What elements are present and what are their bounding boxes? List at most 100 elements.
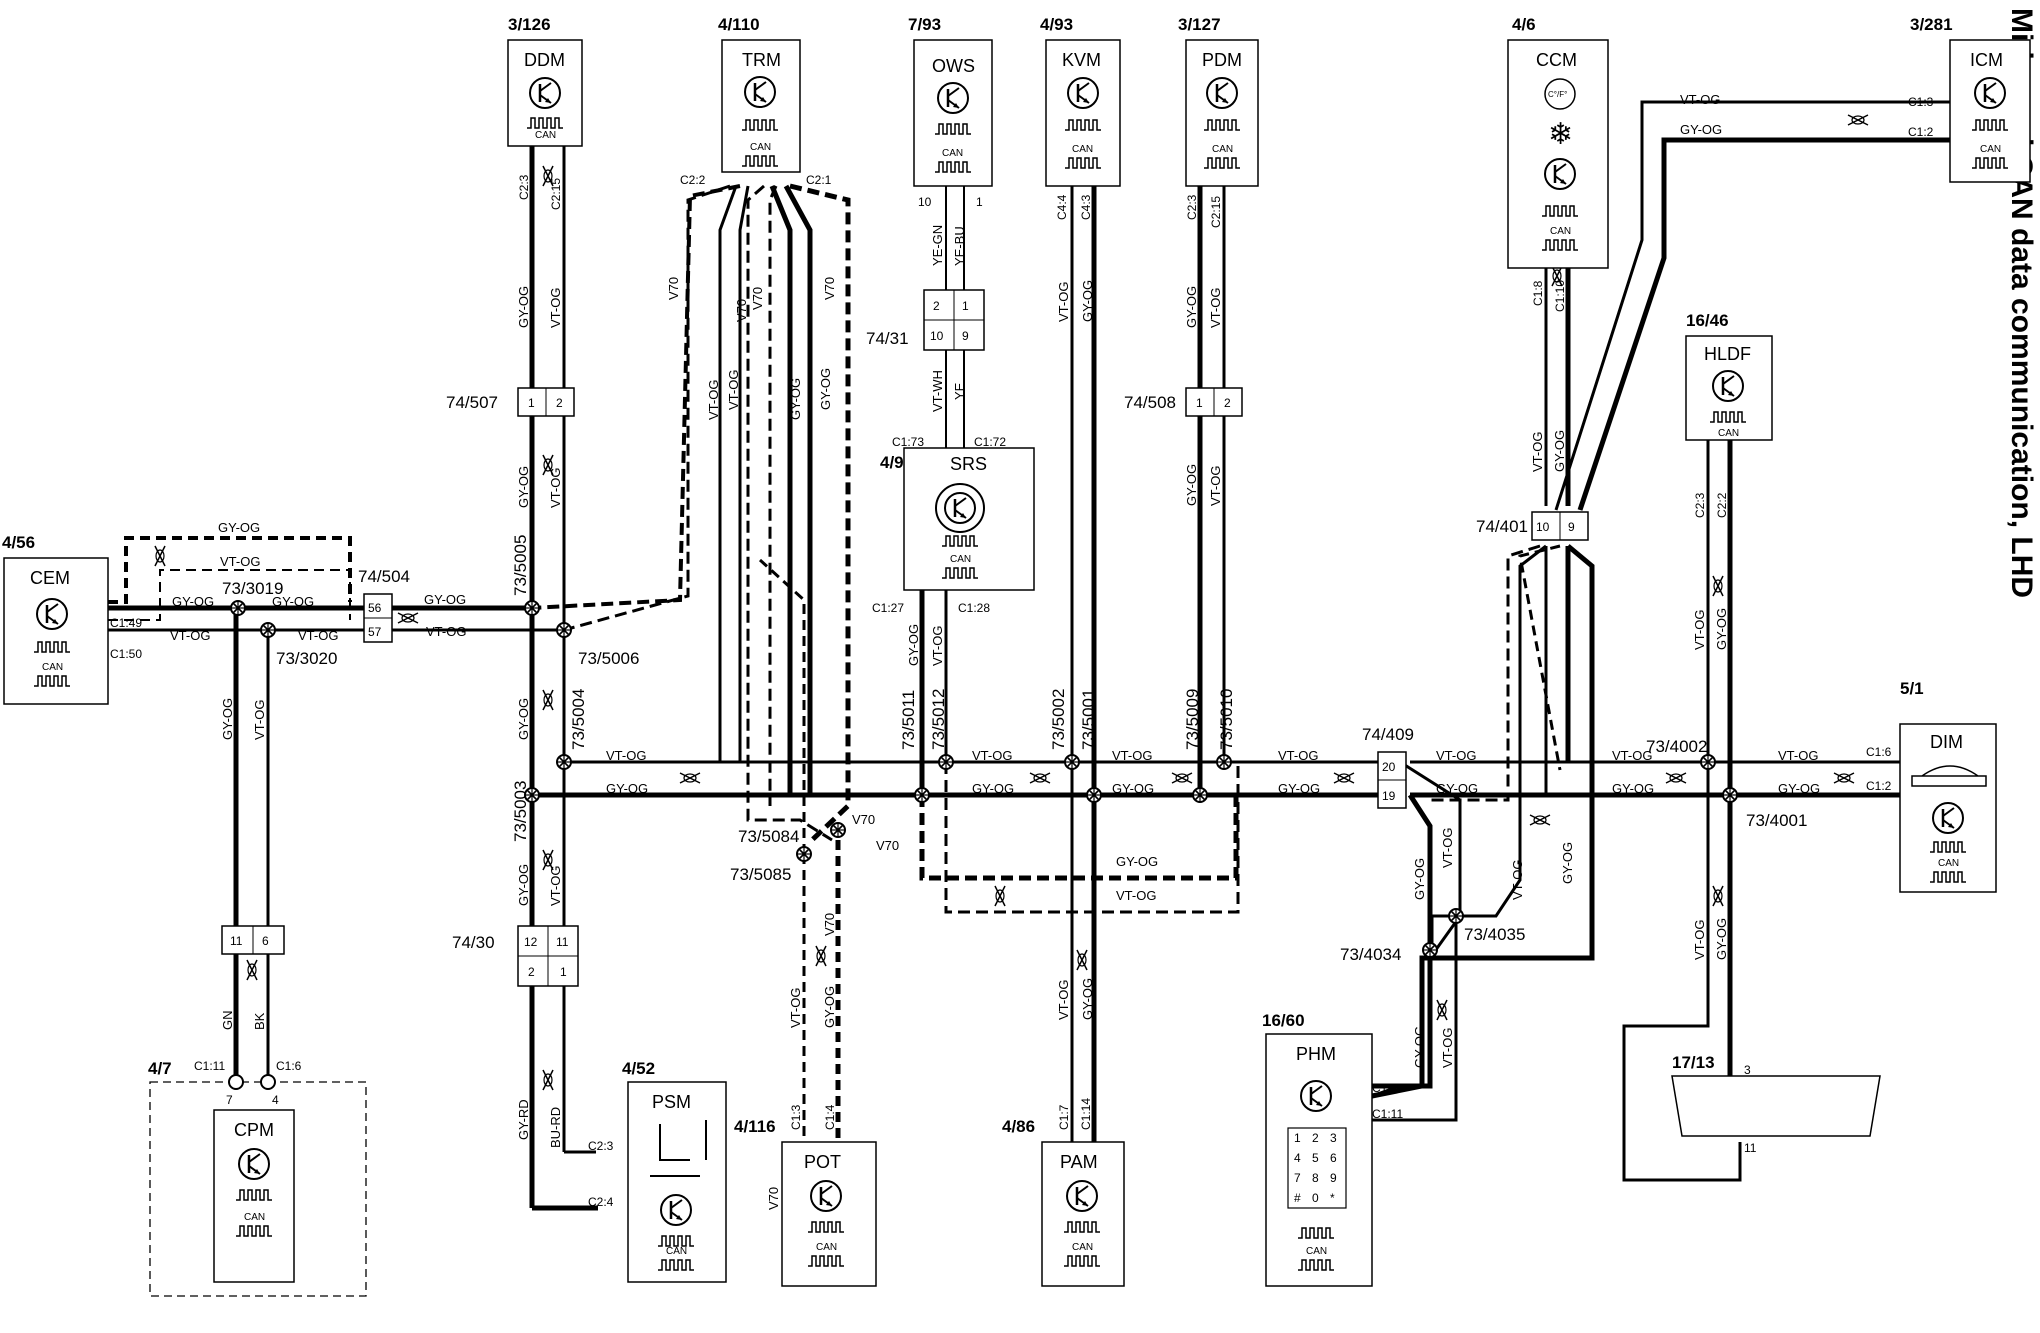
- splices: [230, 600, 1738, 958]
- svg-text:12: 12: [524, 935, 538, 949]
- svg-text:1: 1: [1196, 396, 1203, 410]
- module-trm: 4/110 TRM CAN: [718, 15, 801, 173]
- svg-text:BK: BK: [252, 1012, 267, 1030]
- svg-text:GY-OG: GY-OG: [272, 594, 314, 609]
- svg-text:C1:3: C1:3: [1908, 95, 1934, 109]
- module-pot: 4/116 POT CAN: [734, 1117, 877, 1287]
- svg-text:GY-OG: GY-OG: [906, 624, 921, 666]
- dlc-ref: 17/13: [1672, 1053, 1715, 1072]
- svg-text:7: 7: [1294, 1171, 1301, 1185]
- svg-text:VT-OG: VT-OG: [1510, 860, 1525, 900]
- svg-text:73/4035: 73/4035: [1464, 925, 1525, 944]
- svg-text:C1:50: C1:50: [110, 647, 142, 661]
- splice-73-3019: [230, 600, 246, 616]
- svg-text:C1:72: C1:72: [974, 435, 1006, 449]
- svg-text:V70: V70: [852, 812, 875, 827]
- svg-text:VT-OG: VT-OG: [1112, 748, 1152, 763]
- svg-text:73/4034: 73/4034: [1340, 945, 1401, 964]
- svg-text:73/5006: 73/5006: [578, 649, 639, 668]
- splice-73-5084: [830, 822, 846, 838]
- dlc-connector: 17/13 3 11: [1671, 1053, 1881, 1155]
- pam-label: PAM: [1060, 1152, 1098, 1172]
- svg-text:73/5012: 73/5012: [929, 689, 948, 750]
- splice-73-5009: [1192, 787, 1208, 803]
- svg-text:VT-OG: VT-OG: [788, 988, 803, 1028]
- svg-text:2: 2: [1312, 1131, 1319, 1145]
- svg-text:CAN: CAN: [816, 1242, 837, 1253]
- svg-text:CAN: CAN: [1718, 428, 1739, 439]
- splice-73-5005: [524, 600, 540, 616]
- trm-ref: 4/110: [718, 15, 760, 34]
- svg-text:GY-OG: GY-OG: [1184, 286, 1199, 328]
- phm-wires: [1371, 760, 1462, 1122]
- ows-label: OWS: [932, 56, 975, 76]
- ccm-label: CCM: [1536, 50, 1577, 70]
- svg-text:GY-OG: GY-OG: [1184, 464, 1199, 506]
- svg-text:74/409: 74/409: [1362, 725, 1414, 744]
- svg-text:CAN: CAN: [1306, 1246, 1327, 1257]
- connector-74-31: 74/31 2 1 10 9: [866, 289, 985, 351]
- pot-ref: 4/116: [734, 1117, 776, 1136]
- svg-text:CAN: CAN: [666, 1246, 687, 1257]
- svg-text:VT-OG: VT-OG: [1436, 748, 1476, 763]
- svg-text:9: 9: [962, 329, 969, 343]
- svg-text:VT-OG: VT-OG: [548, 288, 563, 328]
- ddm-ref: 3/126: [508, 15, 551, 34]
- svg-text:#: #: [1294, 1191, 1301, 1205]
- svg-text:73/5010: 73/5010: [1217, 689, 1236, 750]
- svg-text:74/401: 74/401: [1476, 517, 1528, 536]
- svg-text:1: 1: [528, 396, 535, 410]
- svg-text:C1:73: C1:73: [892, 435, 924, 449]
- svg-text:C1:12: C1:12: [1372, 1081, 1404, 1095]
- svg-text:GY-OG: GY-OG: [1714, 918, 1729, 960]
- ows-srs-wires: [919, 186, 1240, 914]
- svg-text:CAN: CAN: [950, 554, 971, 565]
- svg-text:YE: YE: [952, 382, 967, 400]
- svg-text:GY-OG: GY-OG: [972, 781, 1014, 796]
- svg-text:C2:3: C2:3: [517, 174, 531, 200]
- svg-text:VT-OG: VT-OG: [1440, 1028, 1455, 1068]
- splice-73-4035: [1448, 908, 1464, 924]
- svg-text:GY-OG: GY-OG: [1778, 781, 1820, 796]
- svg-text:VT-OG: VT-OG: [220, 554, 260, 569]
- hldf-wires: [1622, 440, 1742, 1182]
- svg-text:CAN: CAN: [1072, 1242, 1093, 1253]
- svg-text:GY-RD: GY-RD: [516, 1099, 531, 1140]
- svg-text:GY-OG: GY-OG: [1436, 781, 1478, 796]
- connector-74-30: 74/30 12 11 2 1: [452, 925, 579, 987]
- svg-text:73/5084: 73/5084: [738, 827, 799, 846]
- svg-text:C2:3: C2:3: [1185, 194, 1199, 220]
- svg-text:1: 1: [1294, 1131, 1301, 1145]
- svg-text:C4:3: C4:3: [1079, 194, 1093, 220]
- svg-text:C1:8: C1:8: [1531, 280, 1545, 306]
- module-kvm: 4/93 KVM CAN: [1040, 15, 1121, 187]
- module-phm: 16/60 PHM 1 2 3 4 5 6 7 8 9 # 0 * CAN: [1262, 1011, 1373, 1287]
- ddm-label: DDM: [524, 50, 565, 70]
- svg-text:1: 1: [560, 965, 567, 979]
- pdm-ref: 3/127: [1178, 15, 1221, 34]
- svg-text:GY-OG: GY-OG: [1680, 122, 1722, 137]
- svg-text:19: 19: [1382, 789, 1396, 803]
- svg-text:C2:2: C2:2: [1715, 492, 1729, 518]
- splice-73-5006: [556, 622, 572, 638]
- cpm-wires: [233, 608, 270, 1080]
- svg-text:VT-OG: VT-OG: [706, 380, 721, 420]
- svg-text:CAN: CAN: [750, 142, 771, 153]
- connector-74-409: 74/409 20 19: [1362, 725, 1414, 809]
- svg-text:CAN: CAN: [1212, 144, 1233, 155]
- svg-text:GY-OG: GY-OG: [822, 986, 837, 1028]
- seat-icon: [650, 1120, 707, 1177]
- splice-73-5011: [914, 787, 930, 803]
- svg-text:V70: V70: [750, 287, 765, 310]
- svg-text:57: 57: [368, 625, 382, 639]
- svg-text:6: 6: [262, 934, 269, 948]
- svg-text:C2:2: C2:2: [680, 173, 706, 187]
- svg-text:VT-OG: VT-OG: [972, 748, 1012, 763]
- svg-text:BU-RD: BU-RD: [548, 1107, 563, 1148]
- svg-text:VT-OG: VT-OG: [930, 626, 945, 666]
- dim-ref: 5/1: [1900, 679, 1924, 698]
- svg-text:6: 6: [1330, 1151, 1337, 1165]
- svg-text:VT-OG: VT-OG: [170, 628, 210, 643]
- svg-text:GY-OG: GY-OG: [606, 781, 648, 796]
- splice-73-4001: [1722, 787, 1738, 803]
